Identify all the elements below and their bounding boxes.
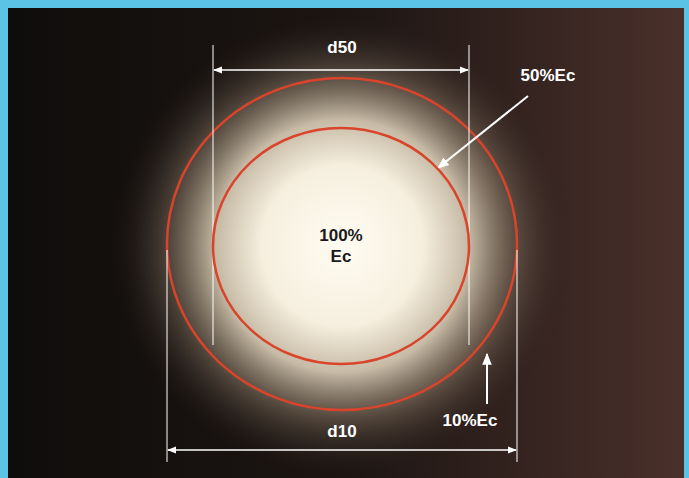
inner-ellipse: 100% Ec	[213, 128, 469, 364]
outer-ellipse-10	[167, 78, 517, 410]
extension-line	[469, 45, 470, 345]
ellipse-outline	[213, 128, 469, 364]
extension-line	[213, 45, 214, 345]
callout-label: 50%Ec	[521, 66, 576, 86]
extension-line	[167, 250, 168, 462]
level-label: 100% Ec	[319, 225, 362, 268]
leader-arrow	[486, 354, 488, 404]
leader-arrow	[438, 96, 528, 168]
dimension-label: d10	[327, 422, 356, 442]
dimension-label: d50	[327, 38, 356, 58]
dimension-line	[214, 69, 468, 71]
extension-line	[517, 250, 518, 462]
callout-label: 10%Ec	[443, 411, 498, 431]
inner-ellipse-50	[213, 128, 469, 364]
dimension-line	[168, 449, 516, 451]
light-spot	[92, 6, 592, 478]
